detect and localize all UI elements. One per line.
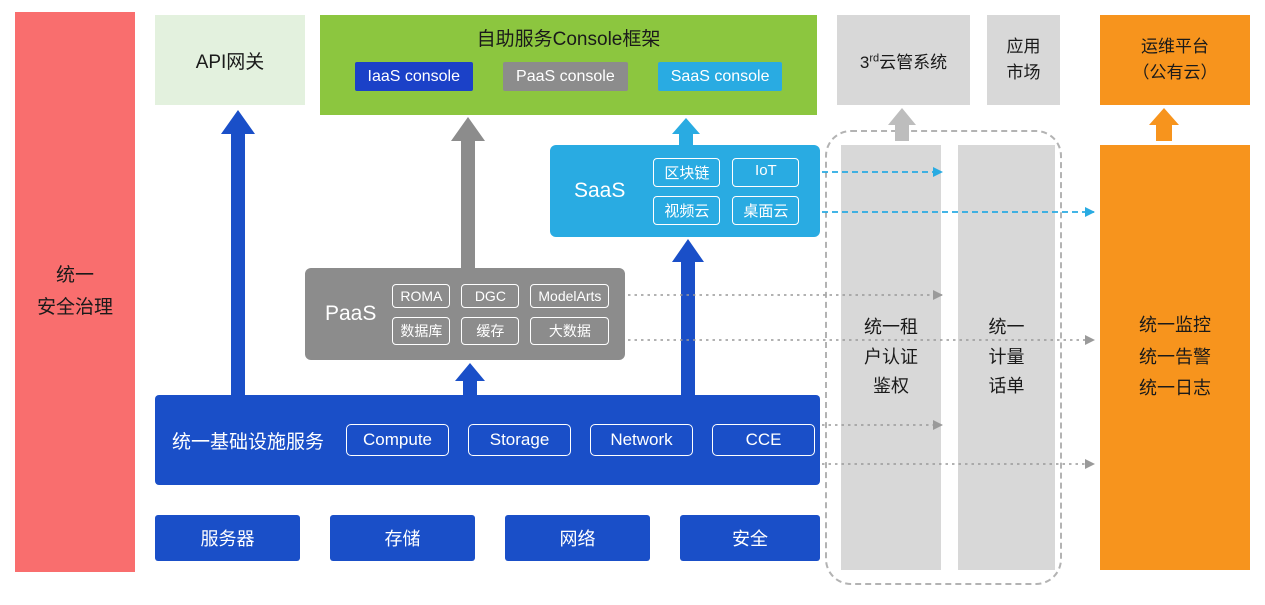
metering-billing-bar: 统一 计量 话单 (958, 145, 1055, 570)
tenant-auth-label: 统一租 户认证 鉴权 (864, 316, 918, 397)
iaas-console-button: IaaS console (354, 62, 474, 91)
tenant-auth-bar: 统一租 户认证 鉴权 (841, 145, 941, 570)
metering-billing-label: 统一 计量 话单 (988, 316, 1025, 397)
hardware-network-box: 网络 (505, 515, 650, 561)
ops-platform-label: 运维平台 （公有云） (1132, 36, 1218, 82)
arrow-paas-to-console (451, 117, 485, 270)
paas-service-cache: 缓存 (461, 316, 520, 345)
infrastructure-services: Compute Storage Network CCE (346, 424, 816, 456)
paas-service-modelarts: ModelArts (530, 283, 610, 308)
infrastructure-label: 统一基础设施服务 (172, 431, 325, 453)
console-buttons-row: IaaS console PaaS console SaaS console (320, 62, 817, 91)
api-gateway-label: API网关 (195, 51, 265, 73)
paas-service-dgc: DGC (461, 283, 520, 308)
infra-service-compute: Compute (346, 424, 450, 456)
infra-service-network: Network (590, 424, 694, 456)
saas-services-grid: 区块链 IoT 视频云 桌面云 (653, 157, 800, 225)
paas-service-roma: ROMA (392, 283, 451, 308)
paas-services-grid: ROMA DGC ModelArts 数据库 缓存 大数据 (392, 283, 610, 345)
paas-layer-label: PaaS (325, 302, 377, 325)
app-market-label: 应用 市场 (1006, 36, 1041, 82)
third-party-base: 3 (859, 52, 870, 72)
saas-service-video-cloud: 视频云 (653, 195, 721, 225)
arrow-iaas-to-paas (455, 363, 485, 397)
third-party-sup: rd (869, 51, 880, 64)
app-market-box: 应用 市场 (987, 15, 1060, 105)
third-party-cloud-box: 3rd云管系统 (837, 15, 970, 105)
paas-layer: PaaS ROMA DGC ModelArts 数据库 缓存 大数据 (305, 268, 625, 360)
third-party-cloud-label: 3rd云管系统 (860, 48, 947, 73)
arrow-monitor-to-ops-platform (1149, 108, 1179, 141)
saas-layer: SaaS 区块链 IoT 视频云 桌面云 (550, 145, 820, 237)
saas-console-button: SaaS console (657, 62, 783, 91)
infrastructure-layer: 统一基础设施服务 Compute Storage Network CCE (155, 395, 820, 485)
saas-service-iot: IoT (732, 157, 800, 187)
arrow-saas-to-console (672, 118, 700, 146)
paas-service-bigdata: 大数据 (530, 316, 610, 345)
arrow-iaas-to-saas (672, 239, 704, 397)
saas-service-blockchain: 区块链 (653, 157, 721, 187)
ops-platform-box: 运维平台 （公有云） (1100, 15, 1250, 105)
third-party-rest: 云管系统 (879, 52, 948, 72)
monitoring-alarm-log-bar: 统一监控 统一告警 统一日志 (1100, 145, 1250, 570)
infra-service-storage: Storage (468, 424, 572, 456)
shared-services-dashed-frame (825, 130, 1062, 585)
paas-service-database: 数据库 (392, 316, 451, 345)
saas-service-desktop-cloud: 桌面云 (732, 195, 800, 225)
security-governance-label: 统一 安全治理 (36, 264, 113, 318)
hardware-security-box: 安全 (680, 515, 820, 561)
security-governance-bar: 统一 安全治理 (15, 12, 135, 572)
console-framework: 自助服务Console框架 IaaS console PaaS console … (320, 15, 817, 115)
hardware-storage-box: 存储 (330, 515, 475, 561)
hardware-server-box: 服务器 (155, 515, 300, 561)
monitoring-alarm-log-label: 统一监控 统一告警 统一日志 (1139, 315, 1211, 399)
api-gateway-box: API网关 (155, 15, 305, 105)
console-framework-title: 自助服务Console框架 (476, 29, 661, 50)
arrow-iaas-to-api-gateway (221, 110, 255, 398)
saas-layer-label: SaaS (574, 179, 626, 202)
infra-service-cce: CCE (712, 424, 816, 456)
paas-console-button: PaaS console (503, 62, 628, 91)
